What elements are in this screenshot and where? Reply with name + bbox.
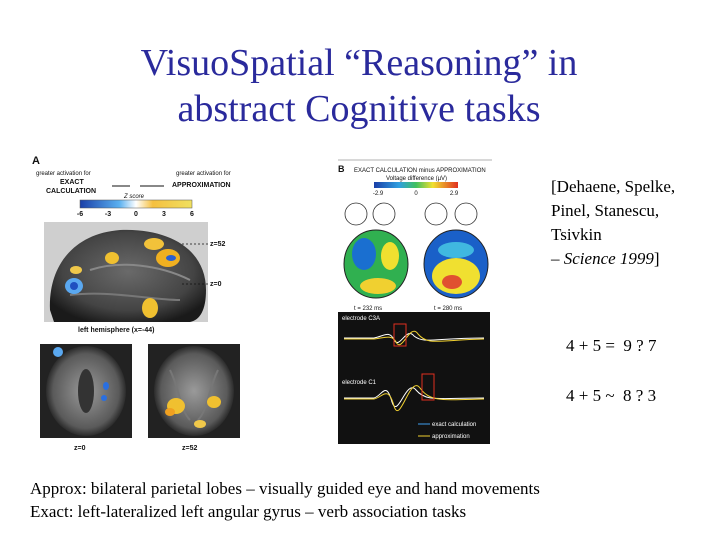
slide-title: VisuoSpatial “Reasoning” in abstract Cog… xyxy=(0,40,718,132)
figure-a-scale-name: Z score xyxy=(123,194,145,200)
citation-close: ] xyxy=(653,249,660,268)
citation-dash: – xyxy=(551,249,564,268)
equation-exact: 4 + 5 = 9 ? 7 xyxy=(566,336,657,355)
figure-a-tick: -3 xyxy=(105,211,111,218)
figure-a-color-scale xyxy=(79,199,193,209)
figure-a-tick: 0 xyxy=(134,211,138,218)
citation-line-3: Tsivkin xyxy=(551,225,602,244)
figure-b-electrode-1: electrode C3A xyxy=(342,316,380,322)
figure-a: A greater activation for EXACT CALCULATI… xyxy=(32,155,240,452)
figure-a-label: A xyxy=(32,155,40,167)
figure-b-legend-approx: approximation xyxy=(432,434,470,440)
citation-line-4: – Science 1999] xyxy=(551,247,675,271)
figure-a-axial-left-label: z=0 xyxy=(74,445,86,452)
figure-a-left-label-1: greater activation for xyxy=(36,171,91,177)
equation-approx: 4 + 5 ~ 8 ? 3 xyxy=(566,386,657,405)
figure-b-time-right: t = 280 ms xyxy=(434,306,462,312)
figure-b-tick: -2.9 xyxy=(373,191,384,197)
figure-b-subheader: Voltage difference (µV) xyxy=(386,176,447,182)
figure-a-z52-label: z=52 xyxy=(210,241,225,248)
figure-b-tick: 0 xyxy=(414,191,418,197)
figure-b-color-scale xyxy=(374,182,458,188)
figure-b-label: B xyxy=(338,164,345,174)
figure-a-tick: 3 xyxy=(162,211,166,218)
figure-b-time-left: t = 232 ms xyxy=(354,306,382,312)
figure-a-right-label-2: APPROXIMATION xyxy=(172,182,231,189)
bottom-text-approx: Approx: bilateral parietal lobes – visua… xyxy=(30,479,540,498)
figure-a-right-label-1: greater activation for xyxy=(176,171,231,177)
figure-a-left-label-2: EXACT xyxy=(60,179,84,186)
slide-title-line-1: VisuoSpatial “Reasoning” in xyxy=(140,42,578,84)
figure-a-tick: -6 xyxy=(77,211,83,218)
bottom-text-exact: Exact: left-lateralized left angular gyr… xyxy=(30,502,467,521)
figure-b-legend-exact: exact calculation xyxy=(432,422,476,428)
figure-a-hemisphere-label: left hemisphere (x=-44) xyxy=(78,327,154,334)
figure-a-left-label-3: CALCULATION xyxy=(46,188,96,195)
erp-traces-panel xyxy=(338,312,490,444)
citation: [Dehaene, Spelke, Pinel, Stanescu, Tsivk… xyxy=(551,175,675,271)
citation-journal: Science 1999 xyxy=(563,249,654,268)
figure-b-tick: 2.9 xyxy=(450,191,459,197)
citation-line-1: [Dehaene, Spelke, xyxy=(551,177,676,196)
figure-b: B EXACT CALCULATION minus APPROXIMATION … xyxy=(338,159,492,444)
figure-a-tick: 6 xyxy=(190,211,194,218)
figure-a-axial-right-label: z=52 xyxy=(182,445,197,452)
figure-a-z0-label: z=0 xyxy=(210,281,222,288)
slide-title-line-2: abstract Cognitive tasks xyxy=(177,88,541,130)
figure-b-electrode-2: electrode C1 xyxy=(342,380,377,386)
citation-line-2: Pinel, Stanescu, xyxy=(551,201,660,220)
figure-b-header: EXACT CALCULATION minus APPROXIMATION xyxy=(354,168,486,174)
